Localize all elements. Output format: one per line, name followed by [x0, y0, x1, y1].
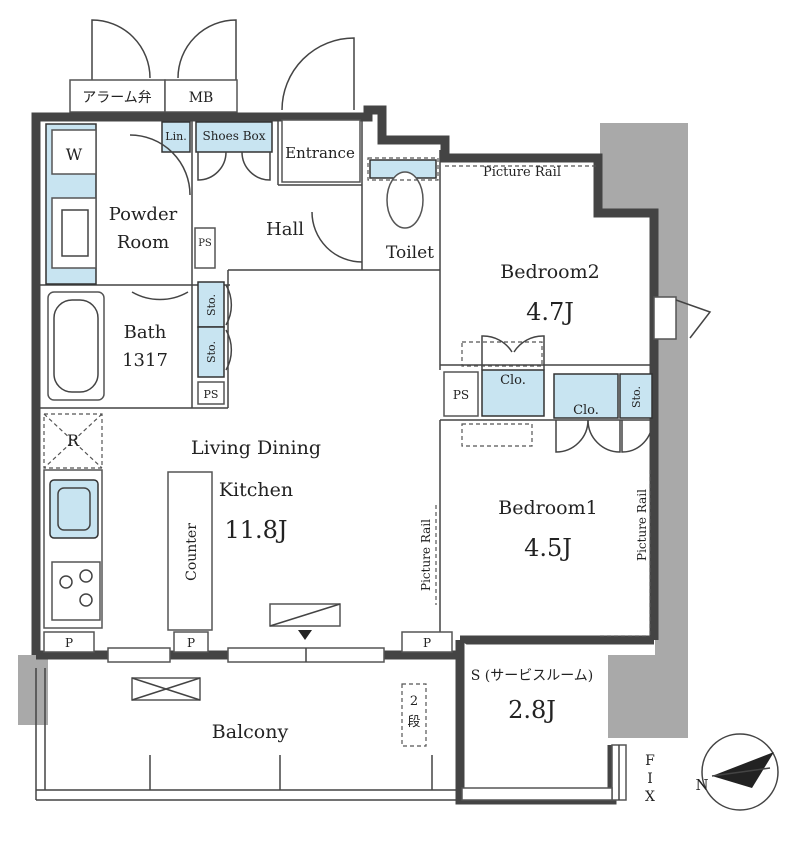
linen-cabinet[interactable] — [161, 121, 191, 153]
ps-hall-label: PS — [198, 238, 212, 249]
mb-box — [164, 79, 238, 113]
p-box-left — [43, 631, 95, 653]
powder-room-label-2: Room — [117, 232, 169, 253]
closet-bedroom1-label: Clo. — [573, 403, 599, 418]
storage-label-1: Sto. — [205, 294, 218, 316]
ps-middle-label: PS — [453, 388, 469, 402]
p-box-middle — [173, 631, 209, 653]
ldk-label-2: Kitchen — [219, 479, 293, 501]
ps-shaft-middle — [443, 371, 479, 417]
kitchen-stove — [51, 561, 101, 621]
alarm-valve-label: アラーム弁 — [82, 90, 152, 106]
service-room-label: S (サービスルーム) — [471, 668, 594, 684]
kitchen-sink — [49, 479, 99, 539]
kitchen-counter — [167, 471, 213, 631]
balcony-label: Balcony — [212, 721, 289, 743]
storage-bedroom1-label: Sto. — [630, 386, 643, 408]
exterior-column-left — [18, 655, 48, 725]
linen-label: Lin. — [165, 130, 186, 143]
washer-label: W — [66, 145, 83, 164]
hall-door — [311, 211, 363, 263]
toilet-label: Toilet — [386, 243, 434, 263]
p-left-label: P — [65, 636, 73, 650]
step-label-number: 2 — [410, 694, 418, 709]
entrance-label: Entrance — [285, 144, 355, 162]
p-box-right — [401, 631, 453, 653]
closet-bedroom1[interactable] — [553, 373, 619, 419]
shoes-box-label: Shoes Box — [202, 129, 265, 143]
mb-label: MB — [189, 90, 214, 106]
floor-heater-panel — [269, 603, 341, 640]
north-compass-icon — [701, 733, 779, 811]
ps-shaft-hall — [194, 227, 216, 269]
bathtub — [47, 291, 105, 401]
closet-bedroom2[interactable] — [481, 369, 545, 417]
service-room-size: 2.8J — [508, 696, 556, 724]
fix-window — [611, 744, 627, 801]
interior-walls — [40, 117, 654, 655]
p-right-label: P — [423, 636, 431, 650]
fix-label-i: I — [647, 771, 653, 787]
picture-rail-bedroom2: Picture Rail — [483, 165, 561, 180]
north-label: N — [695, 776, 708, 794]
balcony-area — [35, 668, 460, 801]
ldk-size: 11.8J — [224, 516, 287, 544]
bath-label: Bath — [124, 322, 167, 343]
bedroom2-window — [653, 296, 712, 340]
step-label-kanji: 段 — [407, 715, 420, 730]
picture-rail-bedroom1: Picture Rail — [635, 489, 649, 561]
bedroom1-label: Bedroom1 — [498, 497, 597, 519]
p-mid-label: P — [187, 636, 195, 650]
bedroom1-closet-doors — [555, 419, 653, 453]
shoes-box-doors — [197, 151, 271, 181]
exterior-structure-right — [600, 123, 688, 738]
fix-label-f: F — [645, 753, 655, 769]
bath-size: 1317 — [122, 350, 168, 371]
counter-label: Counter — [184, 523, 200, 581]
closet-bedroom2-label: Clo. — [500, 373, 526, 388]
top-door-swings — [91, 19, 355, 111]
storage-label-2: Sto. — [205, 341, 218, 363]
shoes-box[interactable] — [195, 121, 273, 153]
hall-label: Hall — [266, 219, 304, 240]
entrance-step — [281, 119, 361, 183]
bedroom1-size: 4.5J — [524, 534, 572, 562]
storage-bath-upper[interactable] — [197, 281, 225, 328]
bath-door — [131, 291, 189, 301]
ldk-label-1: Living Dining — [191, 437, 321, 459]
powder-room-label-1: Powder — [109, 204, 178, 225]
powder-sink — [51, 197, 97, 269]
storage-bedroom1[interactable] — [619, 373, 653, 419]
refrigerator-space — [43, 413, 103, 469]
bedroom2-label: Bedroom2 — [500, 261, 599, 283]
ps-bath-label: PS — [204, 388, 219, 401]
toilet-bowl — [386, 171, 424, 229]
powder-door — [129, 134, 191, 196]
bedroom2-size: 4.7J — [526, 298, 574, 326]
ps-shaft-bath — [197, 381, 225, 405]
fix-label-x: X — [645, 789, 655, 805]
storage-bath-lower[interactable] — [197, 326, 225, 378]
alarm-valve-box — [69, 79, 166, 113]
stove-burners — [59, 569, 93, 607]
service-room-window — [461, 787, 613, 801]
step-box — [401, 683, 427, 747]
ldk-windows — [107, 647, 385, 663]
picture-rail-ldk: Picture Rail — [419, 519, 433, 591]
refrigerator-label: R — [67, 431, 80, 450]
